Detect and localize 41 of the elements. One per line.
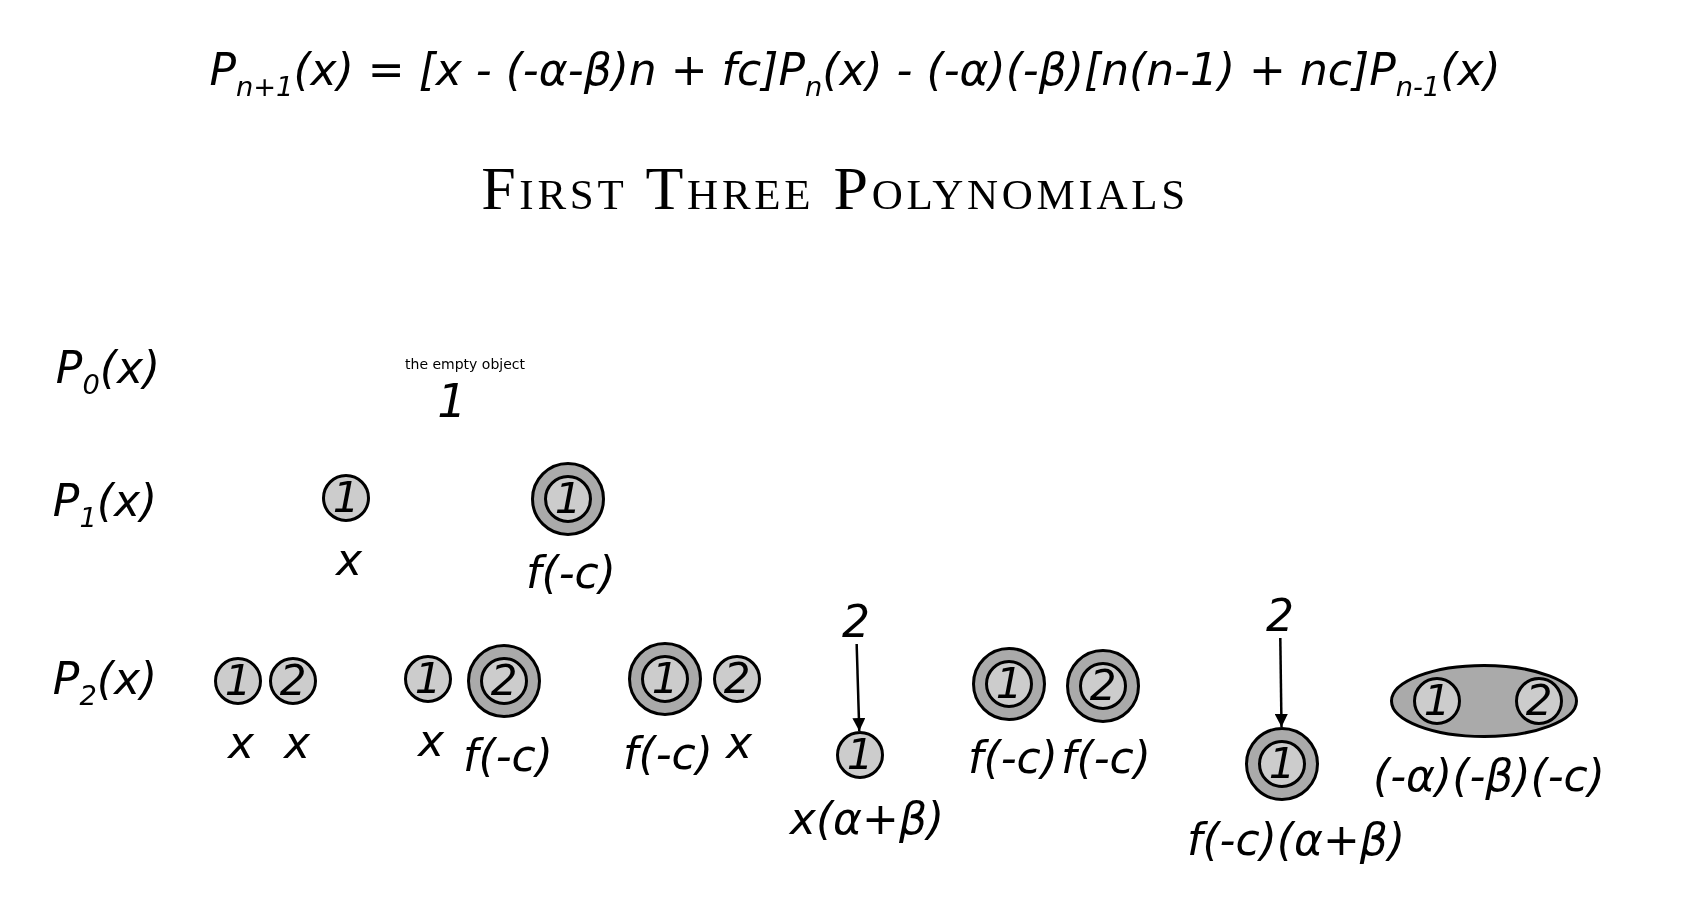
number-circle: 1 (544, 475, 592, 523)
term-label: f(-c) (463, 734, 553, 778)
arrow (1274, 638, 1288, 727)
number-circle: 2 (1515, 677, 1563, 725)
number-circle: 1 (641, 655, 689, 703)
number-circle: 1 (404, 655, 452, 703)
ring (531, 462, 605, 536)
term-label: f(-c) (526, 551, 616, 595)
term-label: f(-c) (623, 732, 713, 776)
ring (628, 642, 702, 716)
term-label: x (726, 721, 752, 765)
ring (1066, 649, 1140, 723)
ellipse (1390, 664, 1578, 738)
ring (467, 644, 541, 718)
number-circle: 1 (1258, 740, 1306, 788)
term-label: f(-c) (968, 736, 1058, 780)
multiplicity-number: 2 (1266, 594, 1294, 638)
number-circle: 2 (1079, 662, 1127, 710)
note: the empty object (405, 357, 525, 371)
term-label: x (228, 721, 254, 765)
term-label: f(-c)(α+β) (1186, 818, 1406, 862)
number-circle: 1 (214, 657, 262, 705)
number-circle: 2 (713, 655, 761, 703)
term-label: f(-c) (1061, 736, 1151, 780)
arrow (852, 643, 866, 732)
title: First Three Polynomials (481, 157, 1189, 219)
number-circle: 1 (1413, 677, 1461, 725)
term-label: x (418, 719, 444, 763)
multiplicity-number: 2 (842, 600, 870, 644)
term-label: x (284, 721, 310, 765)
number-circle: 2 (480, 657, 528, 705)
number-circle: 1 (322, 474, 370, 522)
term-label: x(α+β) (789, 797, 945, 841)
term-label: (-α)(-β)(-c) (1373, 754, 1605, 798)
ring (1245, 727, 1319, 801)
number-circle: 1 (836, 731, 884, 779)
term-label: 1 (437, 378, 467, 424)
number-circle: 1 (985, 660, 1033, 708)
ring (972, 647, 1046, 721)
term-label: x (336, 538, 362, 582)
number-circle: 2 (269, 657, 317, 705)
